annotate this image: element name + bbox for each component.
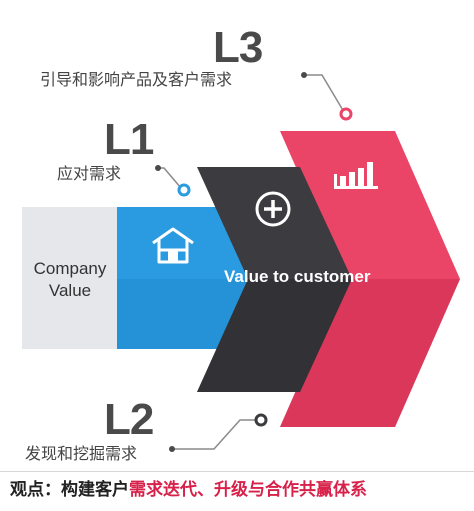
connector-l1: [158, 167, 182, 189]
connector-l1-dot: [155, 165, 161, 171]
connector-l2: [172, 419, 256, 450]
level-l2-code: L2: [104, 395, 154, 444]
connector-l3-node: [339, 107, 353, 121]
house-icon: [152, 227, 194, 264]
company-value-label: Company Value: [22, 258, 118, 302]
level-l3-description: 引导和影响产品及客户需求: [40, 70, 233, 89]
level-l3-code: L3: [213, 23, 263, 72]
company-value-line1: Company: [33, 259, 107, 278]
connector-l2-dot: [169, 446, 175, 452]
level-l2-description: 发现和挖掘需求: [25, 444, 138, 463]
connector-l2-node: [254, 413, 268, 427]
company-value-box: [22, 207, 120, 349]
footer-highlight: 需求迭代、升级与合作共赢体系: [129, 480, 367, 500]
dark-chevron-shade: [197, 279, 352, 392]
footer-viewpoint: 观点：构建客户需求迭代、升级与合作共赢体系: [0, 471, 474, 511]
connector-l1-node: [177, 183, 191, 197]
footer-prefix: 观点：构建客户: [10, 480, 129, 500]
company-value-line2: Value: [48, 281, 92, 300]
plus-circle-icon: [255, 191, 291, 227]
connector-l3-dot: [301, 72, 307, 78]
level-l1-description: 应对需求: [57, 164, 122, 183]
level-l1-code: L1: [104, 115, 154, 164]
bar-chart-icon: [334, 162, 378, 189]
pink-chevron-shade: [280, 279, 460, 427]
connector-l3: [304, 74, 345, 113]
value-to-customer-label: Value to customer: [224, 267, 371, 286]
